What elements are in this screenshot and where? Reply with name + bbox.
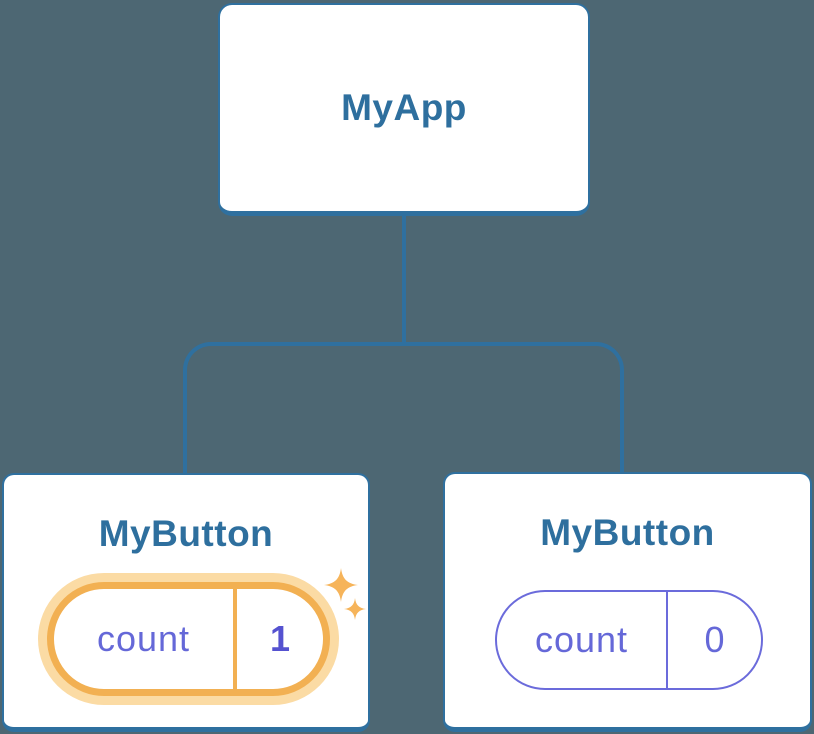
state-pill-highlighted: count 1	[47, 582, 330, 696]
state-key-label: count	[534, 619, 629, 660]
state-value: 0	[704, 619, 725, 660]
state-key-cell: count	[497, 592, 666, 688]
node-myapp: MyApp	[218, 3, 590, 216]
node-mybutton-right-label: MyButton	[540, 512, 715, 553]
sparkles-icon	[344, 598, 366, 620]
node-mybutton-right: MyButton count 0	[443, 472, 812, 732]
node-mybutton-left-label: MyButton	[98, 513, 274, 554]
state-value-cell: 0	[668, 592, 761, 688]
state-key-cell: count	[54, 589, 233, 689]
state-pill: count 0	[495, 590, 763, 690]
state-key-label: count	[96, 618, 191, 659]
pill-divider	[233, 589, 237, 689]
node-mybutton-left: MyButton count 1	[2, 473, 370, 732]
node-myapp-label: MyApp	[341, 87, 467, 128]
sparkles-icon	[324, 568, 358, 602]
state-value: 1	[269, 618, 291, 659]
connector-branch	[183, 342, 624, 473]
state-value-cell: 1	[237, 589, 323, 689]
connector-stem	[402, 215, 406, 344]
pill-divider	[666, 592, 668, 688]
